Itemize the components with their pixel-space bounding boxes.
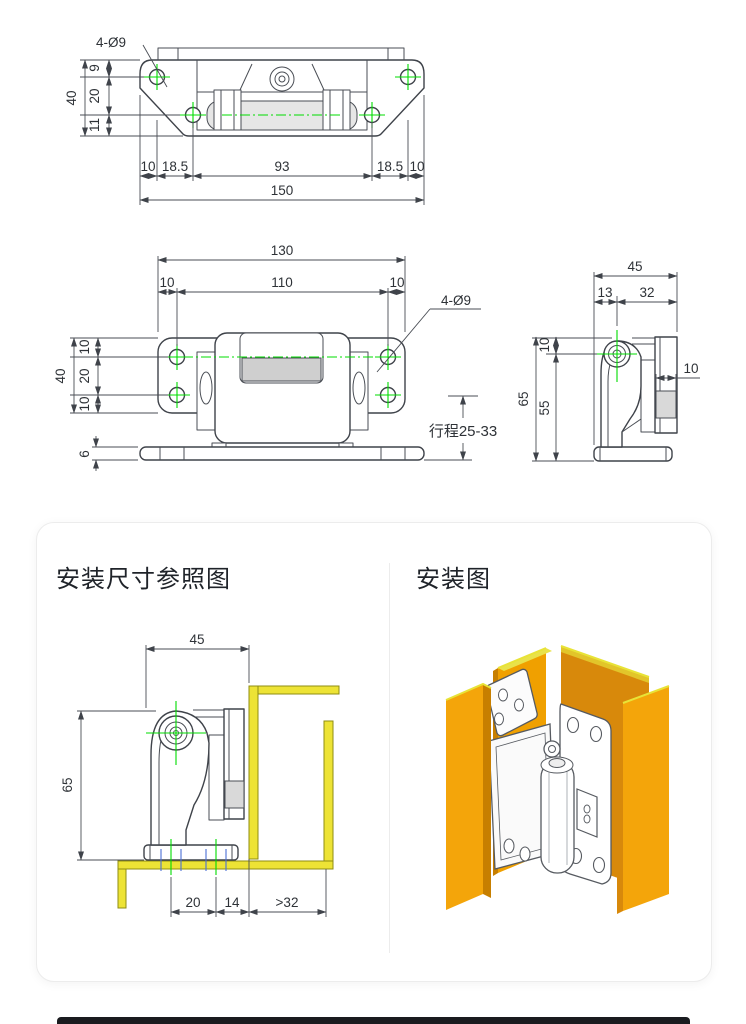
travel-range-label: 行程25-33 [429, 423, 497, 440]
dim-label: 110 [271, 275, 293, 290]
dim-label: 20 [87, 88, 102, 103]
install-3d-illustration [445, 645, 670, 914]
top-view-outline [139, 47, 425, 137]
dim-label: 130 [271, 243, 294, 258]
top-view-dimensions: 4-Ø9 40 9 20 11 10 18.5 93 1 [64, 35, 425, 205]
dim-label: 10 [77, 339, 92, 354]
installation-card: 安装尺寸参照图 安装图 [36, 522, 712, 982]
dim-label: 10 [389, 275, 404, 290]
dim-label: 14 [224, 895, 240, 910]
side-view: 45 13 32 65 10 55 10 [516, 259, 700, 462]
dim-label: 6 [77, 450, 92, 458]
section-divider-bar [57, 1017, 690, 1024]
dim-label: 45 [189, 632, 204, 647]
dim-label: 150 [271, 183, 294, 198]
top-view: 4-Ø9 40 9 20 11 10 18.5 93 1 [64, 35, 425, 205]
dim-label: 20 [185, 895, 200, 910]
front-view-dimensions: 130 10 110 10 4-Ø9 40 10 20 10 [53, 243, 497, 471]
install-view-title: 安装图 [416, 566, 491, 593]
dim-label: 11 [87, 118, 102, 132]
frame-panels-front [445, 682, 670, 914]
dim-label: 40 [64, 90, 79, 105]
dim-label: 10 [537, 337, 552, 352]
dim-label: 18.5 [377, 159, 403, 174]
dim-label: 10 [140, 159, 155, 174]
front-view-outline [139, 332, 425, 461]
dim-label: 93 [274, 159, 289, 174]
side-view-dimensions: 45 13 32 65 10 55 10 [516, 259, 700, 462]
dim-label: 10 [159, 275, 174, 290]
hole-callout-label: 4-Ø9 [441, 293, 471, 308]
hinge-3d [485, 668, 612, 885]
panel-divider [389, 563, 390, 953]
dim-label: 10 [683, 361, 698, 376]
dim-label: 32 [639, 285, 654, 300]
front-view-holes [164, 344, 401, 408]
dim-label: 65 [516, 391, 531, 406]
dim-label: 45 [627, 259, 642, 274]
side-view-outline [593, 330, 678, 462]
dim-label: 40 [53, 368, 68, 383]
install-ref-dimensions: 45 65 20 14 >32 [60, 632, 327, 917]
front-view: 130 10 110 10 4-Ø9 40 10 20 10 [53, 243, 497, 471]
install-ref-title: 安装尺寸参照图 [56, 566, 231, 593]
dim-label: 9 [87, 64, 102, 72]
dim-label: 13 [597, 285, 612, 300]
hinge-bracket [143, 701, 245, 875]
install-ref-drawing: 45 65 20 14 >32 [60, 632, 340, 917]
dim-label: 20 [77, 368, 92, 383]
dim-label: 65 [60, 777, 75, 792]
dim-label: 10 [409, 159, 424, 174]
dim-label: >32 [276, 895, 299, 910]
dim-label: 55 [537, 400, 552, 415]
hole-callout-label: 4-Ø9 [96, 35, 126, 50]
dim-label: 18.5 [162, 159, 188, 174]
dim-label: 10 [77, 396, 92, 411]
engineering-drawing: 4-Ø9 40 9 20 11 10 18.5 93 1 [53, 35, 700, 471]
